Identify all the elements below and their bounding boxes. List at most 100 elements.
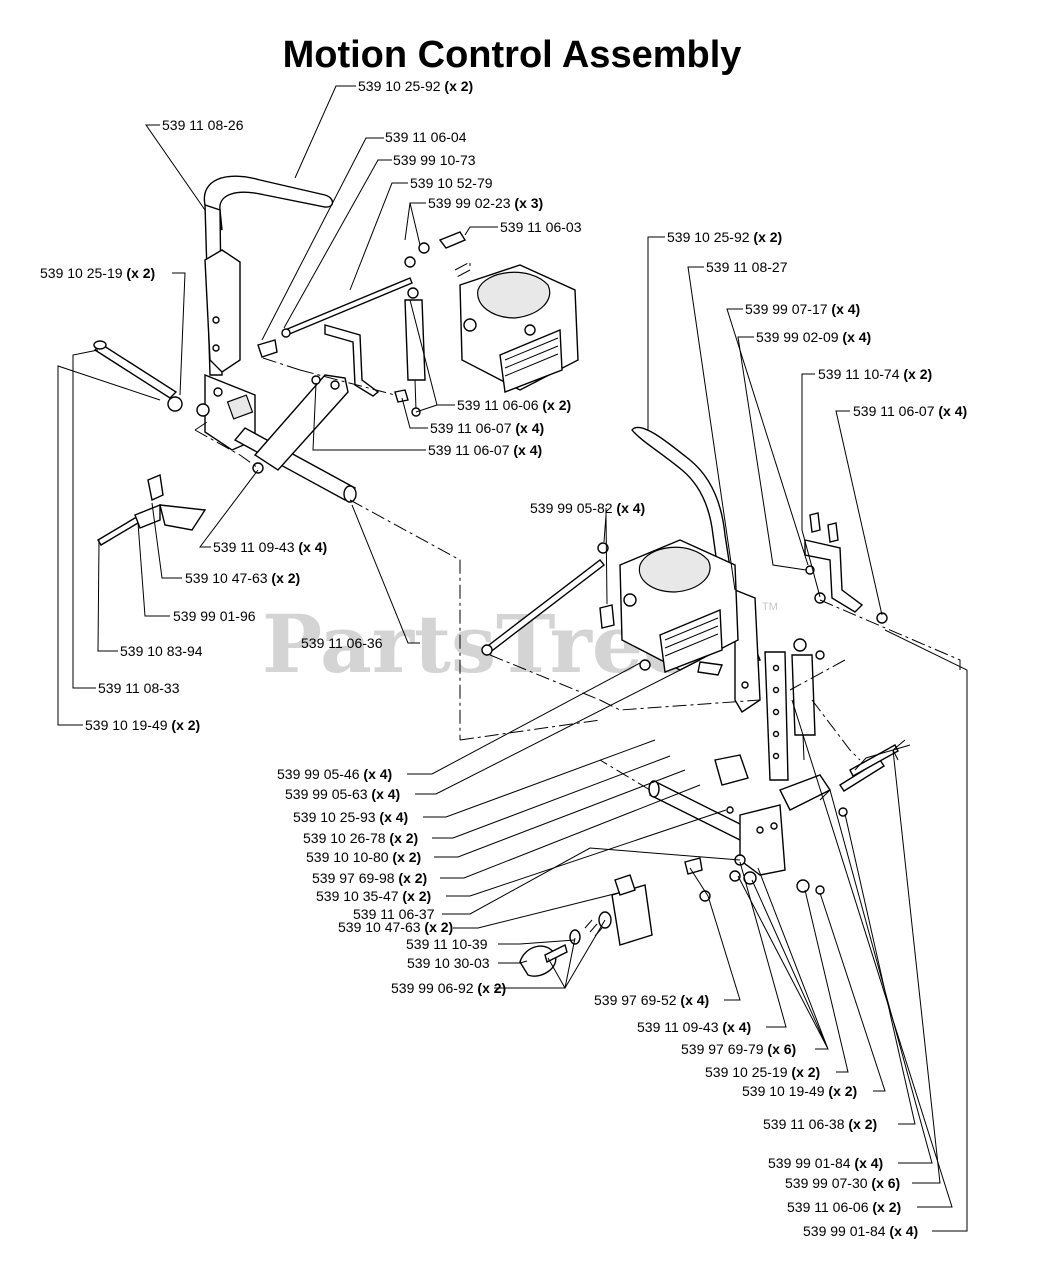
right-assembly-drawing	[481, 426, 899, 977]
part-quantity: (x 4)	[511, 420, 544, 436]
callout-label: 539 11 06-37	[353, 906, 435, 922]
callout-label: 539 11 06-07 (x 4)	[430, 420, 544, 436]
callout-label: 539 99 07-17 (x 4)	[745, 301, 860, 317]
callout-label: 539 11 08-26	[162, 117, 244, 133]
part-quantity: (x 2)	[750, 229, 783, 245]
callout-label: 539 10 47-63 (x 2)	[338, 919, 453, 935]
part-number: 539 10 25-92	[667, 229, 750, 245]
part-number: 539 10 30-03	[407, 955, 490, 971]
part-number: 539 11 10-39	[406, 936, 488, 952]
callout-label: 539 10 19-49 (x 2)	[742, 1083, 857, 1099]
callout-label: 539 99 07-30 (x 6)	[785, 1175, 900, 1191]
callout-label: 539 10 83-94	[120, 643, 203, 659]
callout-label: 539 99 02-23 (x 3)	[428, 195, 543, 211]
part-quantity: (x 2)	[389, 849, 422, 865]
part-quantity: (x 6)	[868, 1175, 901, 1191]
callout-label: 539 99 05-82 (x 4)	[530, 500, 645, 516]
part-quantity: (x 4)	[368, 786, 401, 802]
part-quantity: (x 2)	[399, 888, 432, 904]
part-number: 539 97 69-52	[594, 992, 677, 1008]
part-quantity: (x 2)	[788, 1064, 821, 1080]
callout-label: 539 10 25-19 (x 2)	[705, 1064, 820, 1080]
callout-label: 539 10 25-92 (x 2)	[358, 78, 473, 94]
callout-label: 539 11 10-74 (x 2)	[818, 366, 932, 382]
part-number: 539 11 06-36	[301, 635, 383, 651]
left-assembly-lines	[194, 261, 601, 741]
part-number: 539 10 26-78	[303, 830, 386, 846]
callout-label: 539 11 06-38 (x 2)	[763, 1116, 877, 1132]
callout-label: 539 10 30-03	[407, 955, 490, 971]
callout-label: 539 97 69-79 (x 6)	[681, 1041, 796, 1057]
part-quantity: (x 4)	[886, 1223, 919, 1239]
part-number: 539 99 07-30	[785, 1175, 868, 1191]
part-quantity: (x 2)	[168, 717, 201, 733]
part-number: 539 11 06-06	[457, 397, 539, 413]
part-number: 539 97 69-98	[312, 870, 395, 886]
callout-label: 539 99 06-92 (x 2)	[391, 980, 506, 996]
callout-label: 539 99 10-73	[393, 152, 476, 168]
callout-label: 539 11 06-06 (x 2)	[457, 397, 571, 413]
callout-label: 539 11 06-07 (x 4)	[428, 442, 542, 458]
callout-label: 539 11 06-06 (x 2)	[787, 1199, 901, 1215]
callout-label: 539 10 19-49 (x 2)	[85, 717, 200, 733]
part-quantity: (x 2)	[538, 397, 571, 413]
callout-label: 539 10 25-19 (x 2)	[40, 265, 155, 281]
part-number: 539 10 25-19	[705, 1064, 788, 1080]
part-number: 539 11 06-06	[787, 1199, 869, 1215]
callout-label: 539 10 35-47 (x 2)	[316, 888, 431, 904]
part-quantity: (x 4)	[851, 1155, 884, 1171]
callout-label: 539 10 52-79	[410, 175, 493, 191]
part-quantity: (x 2)	[825, 1083, 858, 1099]
callout-label: 539 99 05-46 (x 4)	[277, 766, 392, 782]
part-quantity: (x 4)	[828, 301, 861, 317]
callout-label: 539 11 08-33	[98, 680, 180, 696]
watermark-tm: TM	[762, 601, 778, 613]
part-quantity: (x 4)	[360, 766, 393, 782]
callout-label: 539 99 01-84 (x 4)	[768, 1155, 883, 1171]
callout-labels: 539 10 25-92 (x 2) 539 11 08-26 539 11 06-…	[40, 78, 967, 1239]
part-number: 539 99 06-92	[391, 980, 474, 996]
part-number: 539 11 06-07	[430, 420, 512, 436]
callout-label: 539 99 01-84 (x 4)	[803, 1223, 918, 1239]
part-quantity: (x 2)	[268, 570, 301, 586]
part-number: 539 10 10-80	[306, 849, 389, 865]
part-quantity: (x 4)	[294, 539, 327, 555]
callout-label: 539 10 25-92 (x 2)	[667, 229, 782, 245]
part-quantity: (x 2)	[844, 1116, 877, 1132]
left-assembly-drawing	[93, 175, 579, 546]
page-title: Motion Control Assembly	[283, 34, 742, 76]
part-number: 539 11 06-38	[763, 1116, 845, 1132]
part-number: 539 99 05-63	[285, 786, 368, 802]
part-quantity: (x 4)	[934, 403, 967, 419]
part-quantity: (x 2)	[395, 870, 428, 886]
callout-label: 539 11 09-43 (x 4)	[213, 539, 327, 555]
part-number: 539 99 01-96	[173, 608, 256, 624]
part-number: 539 97 69-79	[681, 1041, 764, 1057]
part-quantity: (x 2)	[386, 830, 419, 846]
part-quantity: (x 2)	[899, 366, 932, 382]
callout-label: 539 11 08-27	[706, 259, 788, 275]
part-quantity: (x 4)	[376, 809, 409, 825]
part-number: 539 11 06-07	[853, 403, 935, 419]
part-quantity: (x 4)	[718, 1019, 751, 1035]
callout-label: 539 10 10-80 (x 2)	[306, 849, 421, 865]
part-quantity: (x 6)	[764, 1041, 797, 1057]
part-quantity: (x 4)	[613, 500, 646, 516]
part-number: 539 99 02-09	[756, 329, 839, 345]
callout-label: 539 99 02-09 (x 4)	[756, 329, 871, 345]
part-number: 539 10 19-49	[742, 1083, 825, 1099]
part-number: 539 99 05-82	[530, 500, 613, 516]
part-number: 539 99 05-46	[277, 766, 360, 782]
part-quantity: (x 4)	[839, 329, 872, 345]
part-number: 539 11 06-03	[500, 219, 582, 235]
callout-label: 539 10 25-93 (x 4)	[293, 809, 408, 825]
part-number: 539 99 01-84	[803, 1223, 886, 1239]
part-number: 539 11 10-74	[818, 366, 900, 382]
part-quantity: (x 4)	[509, 442, 542, 458]
part-number: 539 10 35-47	[316, 888, 399, 904]
part-quantity: (x 2)	[474, 980, 507, 996]
callout-label: 539 11 10-39	[406, 936, 488, 952]
part-number: 539 11 06-07	[428, 442, 510, 458]
part-number: 539 11 08-27	[706, 259, 788, 275]
part-quantity: (x 2)	[123, 265, 156, 281]
